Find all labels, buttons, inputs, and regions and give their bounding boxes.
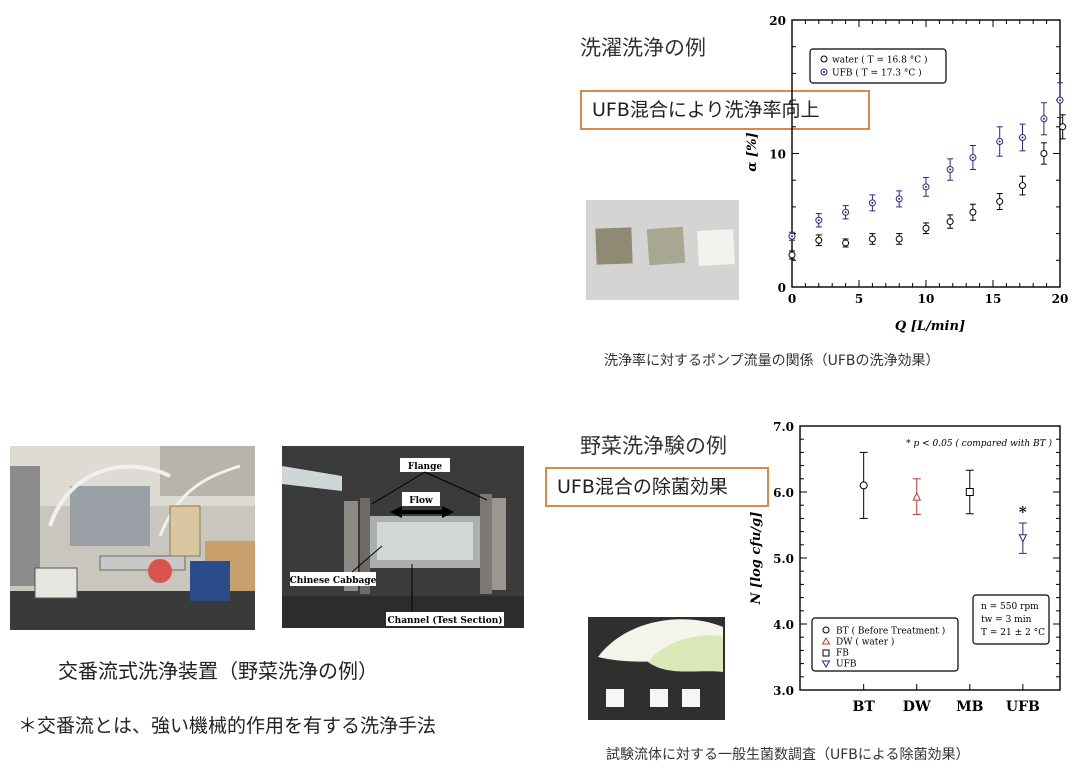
ufb-point-dot (925, 185, 927, 188)
ufb-point (1018, 534, 1028, 543)
ufb-point-dot (949, 168, 952, 171)
legend-fb: FB (836, 649, 849, 659)
ufb-point-dot (971, 156, 974, 159)
bacteria-count-chart: 3.0 4.0 5.0 6.0 7.0BT DW MB UFB * * p < 0.05 ( … (749, 420, 1061, 715)
condition-time: tw = 3 min (981, 615, 1032, 625)
water-point (1059, 123, 1067, 131)
significance-note: * p < 0.05 ( compared with BT ) (906, 438, 1052, 449)
water-point (1018, 182, 1026, 190)
ufb-point-dot (871, 201, 874, 204)
x-tick-label: 0 (788, 292, 796, 306)
x-category-label: BT (853, 699, 876, 715)
washing-rate-chart: 0 5 10 15 20 0 10 20 water ( T = 16.8 °C ) UFB … (745, 14, 1069, 334)
washing-heading: 洗濯洗浄の例 (580, 36, 706, 60)
y-axis-label: α [%] (745, 132, 760, 171)
legend-ufb: UFB ( T = 17.3 °C ) (832, 68, 922, 79)
x-tick-label: 10 (918, 292, 935, 306)
x-category-label: MB (956, 699, 983, 715)
x-tick-label: 20 (1052, 292, 1069, 306)
washing-callout: UFB混合により洗浄率向上 (580, 90, 870, 130)
legend-dw: DW ( water ) (836, 637, 894, 648)
condition-rpm: n = 550 rpm (981, 602, 1039, 612)
ufb-point-dot (998, 140, 1001, 143)
fb-point (965, 488, 974, 496)
x-category-label: UFB (1006, 699, 1040, 715)
alternating-flow-note: ＊交番流とは、強い機械的作用を有する洗浄手法 (18, 715, 437, 737)
channel-photo: Flange Flow Chinese Cabbage Channel (Tes… (282, 446, 524, 628)
significance-star: * (1019, 503, 1027, 521)
water-point (895, 235, 903, 243)
water-point (996, 198, 1004, 206)
legend-water: water ( T = 16.8 °C ) (832, 55, 927, 66)
flow-label: Flow (409, 496, 433, 506)
x-axis-label: Q [L/min] (895, 319, 965, 334)
legend-bt: BT ( Before Treatment ) (836, 626, 945, 637)
apparatus-photo (10, 446, 255, 630)
vegetable-heading: 野菜洗浄験の例 (580, 434, 727, 458)
water-point (815, 236, 823, 244)
condition-temp: T = 21 ± 2 °C (981, 628, 1045, 638)
washing-caption: 洗浄率に対するポンプ流量の関係（UFBの洗浄効果） (604, 353, 940, 369)
ufb-point-dot (791, 235, 793, 238)
ufb-point-dot (1021, 136, 1024, 139)
y-tick-label: 6.0 (773, 486, 794, 500)
y-tick-label: 20 (769, 14, 786, 28)
x-category-label: DW (903, 699, 931, 715)
water-point (868, 235, 876, 243)
fabric-swatches-photo (586, 200, 739, 300)
flange-label: Flange (408, 462, 442, 472)
dw-point (912, 492, 922, 501)
y-tick-label: 0 (778, 281, 786, 295)
y-tick-label: 7.0 (773, 420, 794, 434)
y-tick-label: 10 (769, 148, 786, 162)
water-point (788, 251, 796, 259)
vegetable-caption: 試験流体に対する一般生菌数調査（UFBによる除菌効果） (606, 747, 970, 763)
vegetable-callout: UFB混合の除菌効果 (545, 467, 769, 507)
cabbage-label: Chinese Cabbage (290, 576, 377, 586)
x-tick-label: 5 (855, 292, 863, 306)
water-point (1040, 150, 1048, 157)
x-tick-label: 15 (985, 292, 1002, 306)
ufb-point-dot (1059, 99, 1061, 102)
ufb-point-dot (844, 211, 847, 214)
cabbage-sample-photo (588, 617, 725, 720)
ufb-point-dot (1042, 117, 1045, 120)
y-tick-label: 3.0 (773, 684, 794, 698)
y-tick-label: 5.0 (773, 552, 794, 566)
ufb-point-dot (817, 219, 820, 222)
legend-ufb2: UFB (836, 660, 857, 670)
water-point (969, 208, 977, 216)
ufb-point-dot (898, 197, 901, 200)
y-tick-label: 4.0 (773, 618, 794, 632)
bt-point (859, 481, 868, 490)
n-axis-label: N [log cfu/g] (749, 512, 764, 606)
apparatus-caption: 交番流式洗浄装置（野菜洗浄の例） (58, 659, 378, 683)
channel-label: Channel (Test Section) (388, 615, 503, 626)
water-point (842, 239, 850, 247)
water-point (946, 218, 954, 226)
water-point (922, 224, 930, 232)
